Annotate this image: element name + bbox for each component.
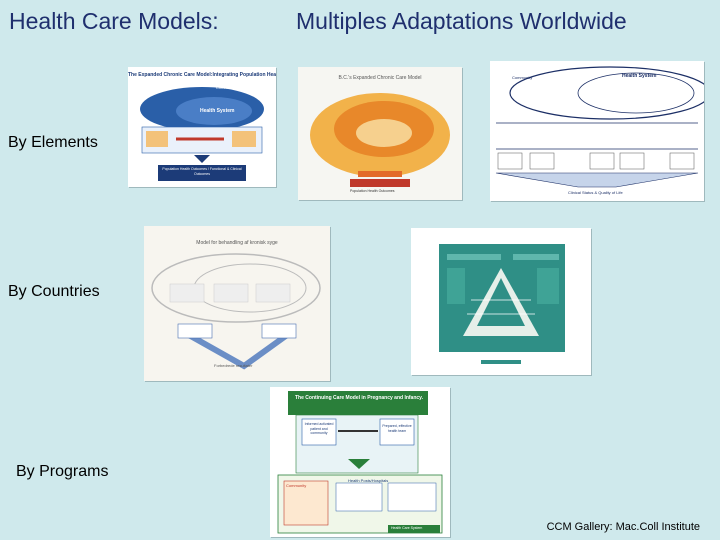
bc-expanded-ccm-title: B.C.'s Expanded Chronic Care Model (338, 75, 422, 81)
bc-expanded-ccm-outcomes: Population Health Outcomes (350, 189, 395, 193)
health-system-model-community-label: Community (512, 75, 533, 80)
expanded-ccm-title: The Expanded Chronic Care Model:Integrat… (128, 72, 276, 78)
continuing-care-model-posts: Health Posts/Hospitals (348, 478, 389, 483)
continuing-care-model-team: Prepared, effective health team (382, 424, 412, 433)
expanded-ccm-thumbnail[interactable]: The Expanded Chronic Care Model:Integrat… (128, 67, 276, 187)
teal-pyramid-model-diagram (411, 228, 591, 375)
continuing-care-model-community: Community (286, 483, 307, 488)
expanded-ccm-community: Community (216, 85, 237, 90)
bc-expanded-ccm-thumbnail[interactable]: B.C.'s Expanded Chronic Care Model Popul… (298, 67, 462, 200)
danish-model-thumbnail[interactable]: Model for behandling af kronisk syge For… (144, 226, 330, 381)
danish-model-diagram (151, 253, 321, 370)
bc-expanded-ccm-diagram (310, 93, 450, 187)
slide-title-left: Health Care Models: (9, 8, 219, 34)
health-system-model-quality-label: Clinical Status & Quality of Life (568, 190, 623, 195)
continuing-care-model-thumbnail[interactable]: The Continuing Care Model in Pregnancy a… (270, 387, 450, 537)
continuing-care-model-system: Health Care System (391, 526, 423, 530)
expanded-ccm-health-system: Health System (200, 108, 235, 114)
slide-title-right: Multiples Adaptations Worldwide (296, 8, 627, 34)
label-by-countries: By Countries (8, 283, 100, 300)
continuing-care-model-title: The Continuing Care Model in Pregnancy a… (295, 395, 423, 401)
danish-model-outcome: Forbedrede resultater (214, 363, 253, 368)
expanded-ccm-outcomes: Population Health Outcomes / Functional … (162, 167, 242, 176)
health-system-model-diagram (495, 66, 704, 188)
teal-pyramid-model-thumbnail[interactable] (411, 228, 591, 375)
health-system-model-thumbnail[interactable]: Health System Community Clinical Status … (490, 61, 704, 201)
expanded-ccm-diagram (140, 87, 264, 181)
danish-model-title: Model for behandling af kronisk syge (196, 240, 278, 246)
credit-text: CCM Gallery: Mac.Coll Institute (546, 521, 700, 533)
continuing-care-model-patient: Informed activated patient and community (304, 422, 334, 435)
continuing-care-model-diagram (270, 387, 450, 537)
label-by-elements: By Elements (8, 134, 98, 151)
health-system-model-system-label: Health System (622, 73, 657, 79)
label-by-programs: By Programs (16, 463, 109, 480)
